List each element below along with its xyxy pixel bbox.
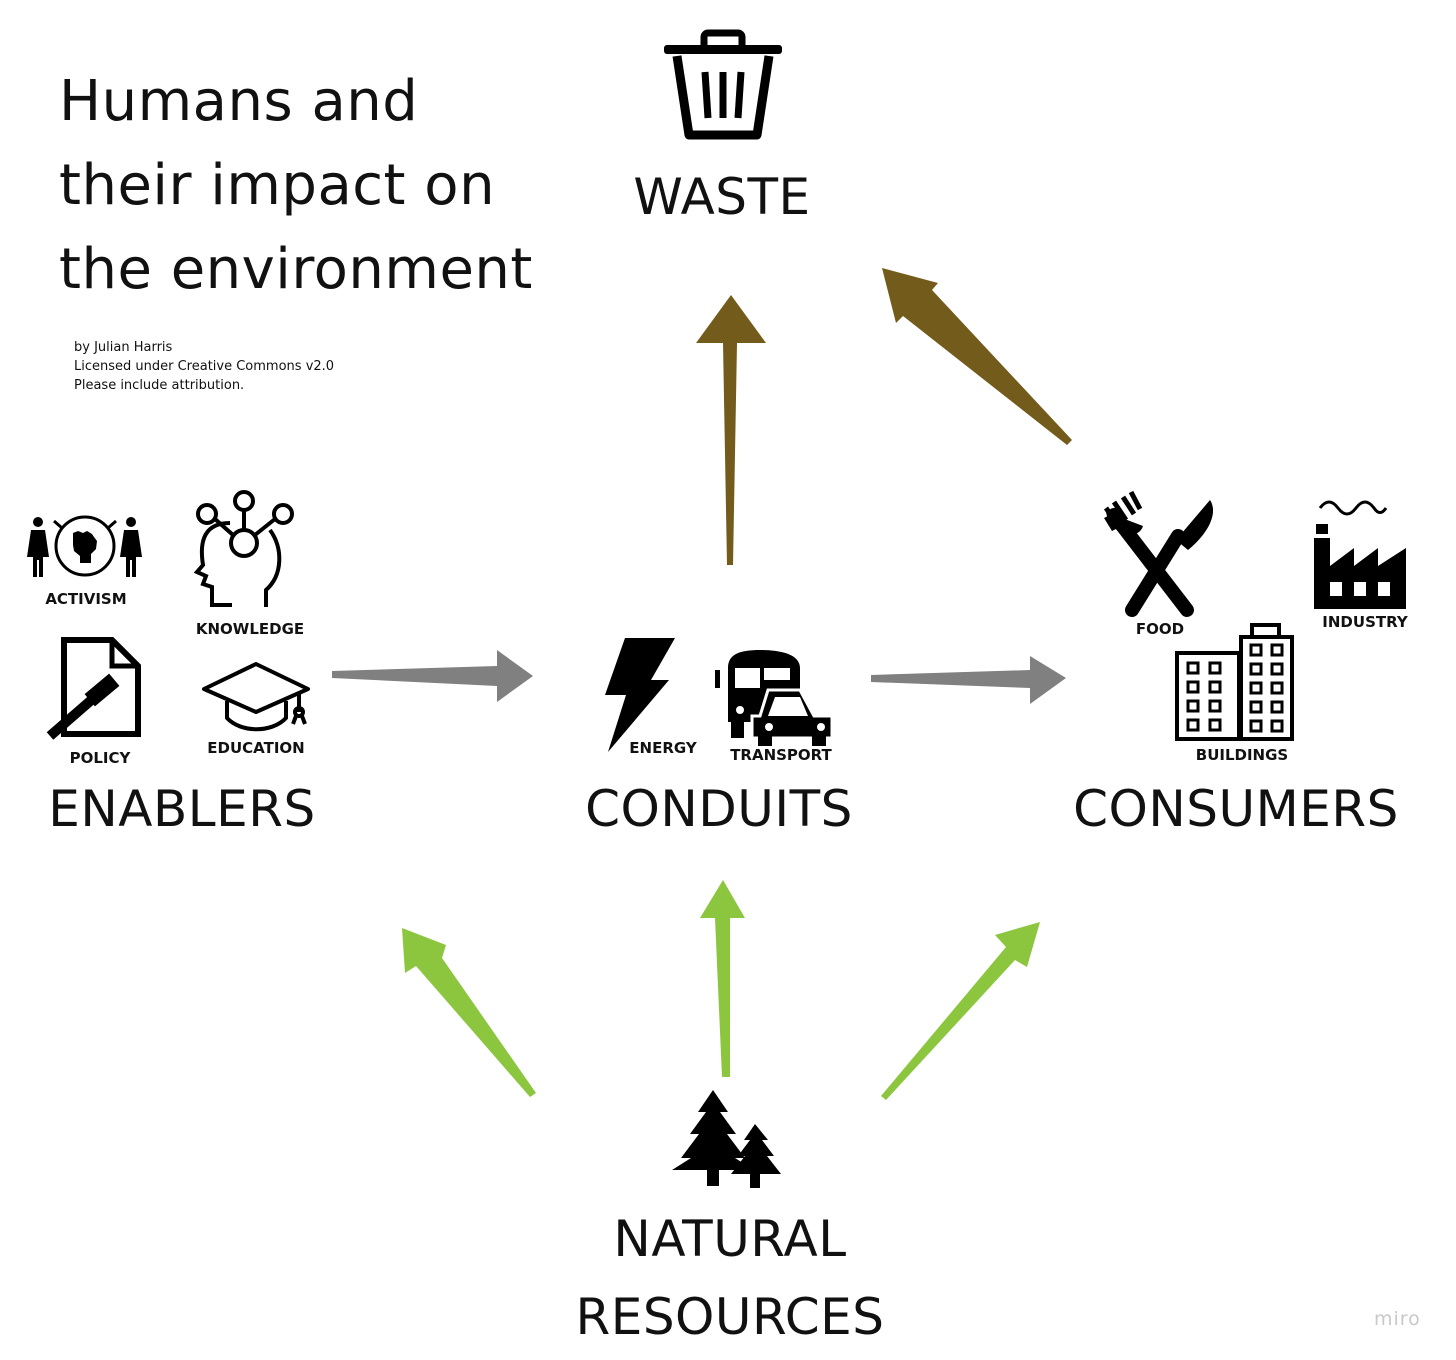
- label-waste: WASTE: [633, 168, 811, 226]
- food-icon: [1103, 490, 1214, 617]
- title-line-1: Humans and: [59, 69, 419, 134]
- label-enablers: ENABLERS: [48, 780, 316, 838]
- policy-icon: [46, 637, 141, 740]
- arrow-conduits-to-consumers: [871, 656, 1066, 704]
- label-activism: ACTIVISM: [45, 590, 127, 608]
- label-resources: RESOURCES: [575, 1288, 885, 1346]
- arrow-resources-to-conduits: [700, 880, 745, 1077]
- arrow-enablers-to-conduits: [332, 650, 533, 702]
- label-energy: ENERGY: [629, 739, 697, 757]
- label-natural: NATURAL: [613, 1210, 847, 1268]
- arrow-conduits-to-waste: [696, 295, 766, 565]
- miro-watermark: miro: [1374, 1308, 1421, 1330]
- label-education: EDUCATION: [207, 739, 305, 757]
- label-industry: INDUSTRY: [1322, 613, 1408, 631]
- energy-icon: [605, 638, 675, 752]
- trees-icon: [672, 1090, 781, 1188]
- arrow-resources-to-enablers: [402, 928, 536, 1097]
- industry-icon: [1314, 500, 1406, 609]
- transport-icon: [715, 650, 834, 746]
- label-conduits: CONDUITS: [585, 780, 853, 838]
- label-transport: TRANSPORT: [730, 746, 832, 764]
- credit-author: by Julian Harris: [74, 340, 173, 355]
- credit-attribution: Please include attribution.: [74, 378, 245, 393]
- label-food: FOOD: [1135, 620, 1185, 638]
- label-policy: POLICY: [69, 749, 131, 767]
- arrow-resources-to-consumers: [881, 922, 1040, 1100]
- trash-icon: [664, 29, 782, 140]
- title-line-3: the environment: [59, 237, 533, 302]
- buildings-icon: [1175, 623, 1294, 741]
- arrow-consumers-to-waste: [882, 268, 1072, 445]
- label-consumers: CONSUMERS: [1073, 780, 1399, 838]
- credit-license: Licensed under Creative Commons v2.0: [74, 359, 335, 374]
- label-knowledge: KNOWLEDGE: [195, 620, 305, 638]
- activism-icon: [27, 515, 142, 577]
- label-buildings: BUILDINGS: [1195, 746, 1289, 764]
- education-icon: [202, 662, 310, 732]
- knowledge-icon: [193, 490, 294, 607]
- title-line-2: their impact on: [59, 153, 496, 218]
